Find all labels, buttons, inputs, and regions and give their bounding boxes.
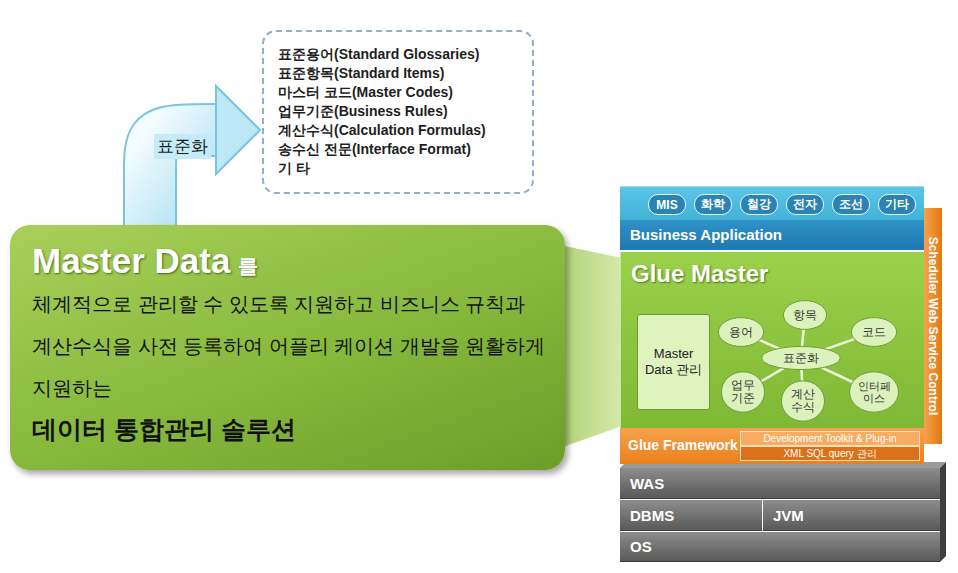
industry-pill: 철강: [740, 194, 778, 215]
node-text: 업무기준(Business Rules): [278, 102, 518, 121]
solution-box: Master Data 를체계적으로 관리할 수 있도록 지원하고 비즈니스 규칙…: [10, 225, 565, 470]
node-text: WAS: [630, 475, 664, 492]
connector-line: [802, 329, 804, 347]
scheduler-bar: Scheduler Web Service Control: [924, 208, 942, 444]
node-text: Scheduler Web Service Control: [926, 237, 940, 416]
node-text: 기타: [885, 196, 909, 213]
node-text: 철강: [747, 196, 771, 213]
node-text: 체계적으로 관리할 수 있도록 지원하고 비즈니스 규칙과 계산수식을 사전 등…: [32, 283, 552, 409]
industry-pill: MIS: [648, 194, 686, 215]
node-text: 송수신 전문(Interface Format): [278, 140, 518, 159]
node-text: 계산 수식: [788, 388, 818, 414]
node-text: 마스터 코드(Master Codes): [278, 83, 518, 102]
ellipse-shape: [783, 301, 826, 330]
xml-sql-row: XML SQL query 관리: [740, 446, 920, 461]
connector-path: [761, 368, 784, 382]
node-text: Glue Master: [631, 260, 768, 288]
arrow-head: [216, 86, 260, 174]
node-text: OS: [630, 538, 652, 555]
interface-ellipse: 인터페 이스: [849, 371, 899, 413]
connector-line: [821, 367, 853, 382]
ellipse-shape: [851, 318, 896, 347]
node-text: 조선: [839, 196, 863, 213]
code-ellipse: 코드: [851, 317, 897, 347]
connector-path: [825, 339, 855, 350]
node-text: 전자: [793, 196, 817, 213]
node-text: XML SQL query 관리: [783, 447, 876, 461]
node-text: 코드: [862, 326, 886, 339]
node-text: 인터페 이스: [856, 380, 892, 404]
curved-arrow: [150, 86, 260, 225]
node-text: 계산수식(Calculation Formulas): [278, 121, 518, 140]
node-text: Business Application: [630, 226, 782, 243]
glue-master-box: Glue MasterMaster Data 관리 용어 항목코드표준화업무 기준 계…: [620, 252, 924, 428]
ellipse-shape: [762, 346, 840, 369]
node-text: 를: [238, 253, 258, 280]
node-text: Master Data: [32, 241, 230, 281]
node-text: Glue Framework: [628, 437, 738, 453]
connector-path: [800, 369, 803, 381]
toolkit-row: Development Toolkit & Plug-in: [740, 431, 920, 446]
standardize-ellipse: 표준화: [761, 346, 841, 370]
node-text: Development Toolkit & Plug-in: [763, 433, 896, 444]
term-ellipse: 용어: [718, 317, 764, 347]
item-ellipse: 항목: [783, 300, 827, 330]
ellipse-shape: [850, 372, 899, 412]
arrow-body: [150, 130, 220, 225]
node-text: 화학: [701, 196, 725, 213]
node-text: 데이터 통합관리 솔루션: [32, 413, 545, 446]
node-text: 표준용어(Standard Glossaries): [278, 45, 518, 64]
connector-line: [801, 369, 803, 381]
connector-line: [761, 368, 784, 382]
node-text: JVM: [773, 507, 804, 524]
node-text: 업무 기준: [728, 379, 758, 405]
node-text: 표준항목(Standard Items): [278, 64, 518, 83]
was-layer: WAS: [620, 468, 940, 499]
industry-pill: 기타: [878, 194, 916, 215]
connector-path: [802, 329, 804, 347]
node-text: 표준화: [783, 352, 819, 365]
os-layer: OS: [620, 532, 940, 562]
connector-path: [759, 340, 780, 349]
node-text: 용어: [729, 326, 753, 339]
standard-list-box: 표준용어(Standard Glossaries)표준항목(Standard I…: [262, 30, 534, 194]
glue-framework-band: Glue Framework Development Toolkit & Plug…: [620, 428, 924, 464]
arrow-label: 표준화: [154, 134, 211, 159]
jvm-layer: JVM: [763, 500, 940, 531]
slab-side: [940, 462, 946, 562]
connector-path: [821, 367, 853, 382]
formula-ellipse: 계산 수식: [781, 380, 825, 422]
dbms-layer: DBMS: [620, 500, 762, 531]
industry-pill: 전자: [786, 194, 824, 215]
ellipse-shape: [781, 381, 824, 421]
callout-wedge: [560, 245, 622, 448]
connector-line: [825, 339, 855, 350]
business-application-band: Business Application MIS 화학 철강 전자 조선 기타: [620, 186, 924, 250]
ellipse-shape: [718, 318, 763, 347]
node-text: Master Data 관리: [643, 346, 705, 378]
node-text: 항목: [793, 309, 817, 322]
industry-pill: 화학: [694, 194, 732, 215]
ellipse-shape: [721, 372, 764, 412]
node-text: 기 타: [278, 159, 518, 178]
node-text: DBMS: [630, 507, 674, 524]
master-data-box: Master Data 관리: [637, 314, 710, 410]
arrow-outline: [150, 130, 220, 225]
rule-ellipse: 업무 기준: [721, 371, 765, 413]
node-text: MIS: [656, 198, 677, 212]
connector-line: [759, 340, 780, 349]
industry-pill: 조선: [832, 194, 870, 215]
